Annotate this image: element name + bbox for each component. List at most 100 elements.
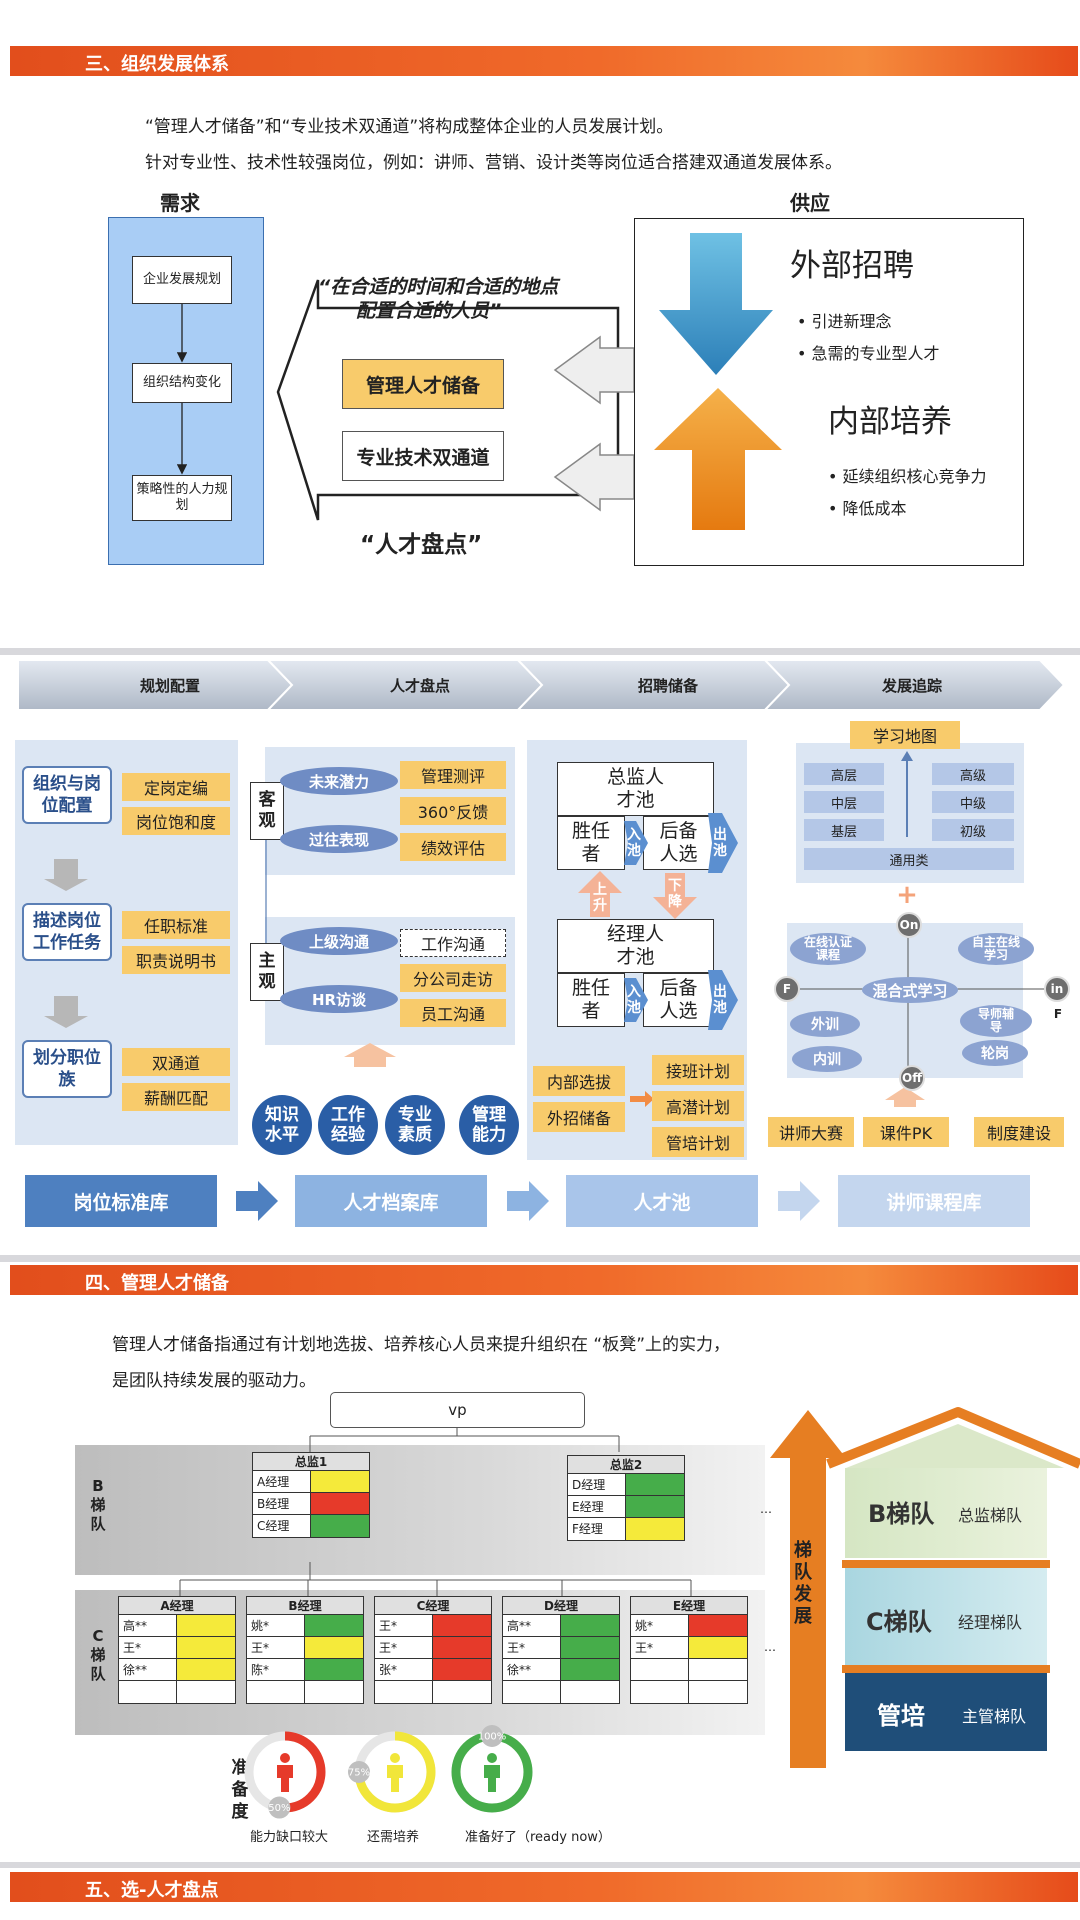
manager-4-row: 高** bbox=[503, 1615, 619, 1637]
house-body-c bbox=[845, 1568, 1047, 1666]
manager-3-row: 张* bbox=[375, 1659, 491, 1681]
director-1-row: B经理 bbox=[253, 1493, 369, 1515]
house-floor-2 bbox=[842, 1665, 1050, 1673]
external-bullet-1: • 引进新理念 bbox=[797, 312, 892, 331]
manager-1-row-name: 高** bbox=[119, 1615, 177, 1636]
subj-oval-hr: HR访谈 bbox=[280, 985, 398, 1013]
manager-3-row-status bbox=[433, 1659, 491, 1680]
up-arrow-icon bbox=[654, 388, 782, 530]
s4-intro-1: 管理人才储备指通过有计划地选拔、培养核心人员来提升组织在 “板凳”上的实力， bbox=[112, 1335, 731, 1355]
subj-item-1: 工作沟通 bbox=[400, 929, 506, 957]
manager-1-row-name: 徐** bbox=[119, 1659, 177, 1680]
level-left-3: 基层 bbox=[804, 819, 884, 841]
manager-1-row-status bbox=[177, 1637, 235, 1658]
director-2-row-status bbox=[626, 1518, 684, 1540]
section-title: 五、选-人才盘点 bbox=[85, 1880, 219, 1901]
manager-table: D经理高**王*徐** bbox=[502, 1596, 620, 1704]
f-right-label: F bbox=[1053, 1007, 1063, 1021]
manager-2-row-name: 王* bbox=[247, 1637, 305, 1658]
col1-block-1-label: 组织与岗位配置 bbox=[22, 766, 112, 824]
manager-1-row: 徐** bbox=[119, 1659, 235, 1681]
director-1-row-status bbox=[311, 1471, 369, 1492]
manager-3-row: 王* bbox=[375, 1615, 491, 1637]
s4-intro-2: 是团队持续发展的驱动力。 bbox=[112, 1371, 316, 1391]
gauge-pct-badge bbox=[481, 1725, 503, 1747]
manager-3-header: C经理 bbox=[375, 1597, 491, 1615]
chevron-label-3: 招聘储备 bbox=[637, 676, 698, 695]
manager-3-row-status bbox=[433, 1637, 491, 1658]
person-icon-head bbox=[487, 1753, 497, 1763]
manager-table: B经理姚*王*陈* bbox=[246, 1596, 364, 1704]
manager-competent: 胜任者 bbox=[557, 973, 625, 1027]
obj-item-3: 绩效评估 bbox=[400, 833, 506, 861]
manager-2-row-status bbox=[305, 1615, 363, 1636]
subj-oval-superior: 上级沟通 bbox=[280, 927, 398, 955]
manager-5-row: 姚* bbox=[631, 1615, 747, 1637]
down-label: 下降 bbox=[668, 878, 682, 910]
col1-block-1-item-2: 岗位饱和度 bbox=[122, 807, 230, 835]
supply-arrows bbox=[654, 233, 782, 530]
level-right-2: 中级 bbox=[932, 791, 1014, 813]
readiness-gauges: 50%75%100% bbox=[244, 1725, 533, 1819]
director-2-row-name: F经理 bbox=[568, 1518, 626, 1540]
manager-4-row: 徐** bbox=[503, 1659, 619, 1681]
manager-2-row-name bbox=[247, 1681, 305, 1703]
manager-5-row-status bbox=[689, 1637, 747, 1658]
director-2-row-status bbox=[626, 1474, 684, 1495]
chevron-banner bbox=[17, 659, 1066, 711]
oval-self-online: 自主在线学习 bbox=[958, 933, 1034, 965]
gauge-pct-badge bbox=[348, 1761, 370, 1783]
mgmt-reserve-box: 管理人才储备 bbox=[342, 359, 504, 409]
manager-4-row: 王* bbox=[503, 1637, 619, 1659]
down-arrow-icon bbox=[659, 233, 773, 375]
demand-item-structure: 组织结构变化 bbox=[132, 363, 232, 403]
manager-4-row-name: 徐** bbox=[503, 1659, 561, 1680]
section-title: 三、组织发展体系 bbox=[85, 54, 229, 75]
succession-plan: 接班计划 bbox=[652, 1055, 744, 1085]
gauge-3-label: 准备好了（ready now） bbox=[465, 1830, 611, 1845]
quote-line-2: 配置合适的人员” bbox=[356, 300, 502, 322]
house-roof bbox=[826, 1407, 1080, 1469]
dots-c: … bbox=[764, 1640, 776, 1654]
section-header-5: 五、选-人才盘点 bbox=[10, 1872, 1078, 1902]
manager-5-row: 王* bbox=[631, 1637, 747, 1659]
internal-train-title: 内部培养 bbox=[828, 404, 952, 440]
manager-4-row-status bbox=[561, 1615, 619, 1636]
director-1-row-status bbox=[311, 1493, 369, 1514]
oval-online-cert: 在线认证课程 bbox=[790, 933, 866, 965]
col1-block-3-label: 划分职位族 bbox=[22, 1040, 112, 1098]
col2-connectors bbox=[265, 840, 396, 1067]
manager-5-row bbox=[631, 1681, 747, 1703]
house-body-base bbox=[845, 1673, 1047, 1751]
lib-talent-profile: 人才档案库 bbox=[295, 1175, 487, 1227]
quote-line-1: “在合适的时间和合适的地点 bbox=[318, 276, 559, 298]
gauge-pct-1: 50% bbox=[268, 1803, 290, 1814]
manager-2-row-status bbox=[305, 1659, 363, 1680]
manager-5-row-name bbox=[631, 1681, 689, 1703]
b-tier-label: B梯队 bbox=[90, 1476, 106, 1533]
person-icon-head bbox=[390, 1753, 400, 1763]
manager-3-row bbox=[375, 1681, 491, 1703]
chevron-label-2: 人才盘点 bbox=[389, 676, 450, 695]
house-floor-1 bbox=[842, 1560, 1050, 1568]
pool-arrows bbox=[578, 813, 738, 1107]
section-header-3: 三、组织发展体系 bbox=[10, 46, 1078, 76]
panel-mgmt-reserve: 四、管理人才储备 管理人才储备指通过有计划地选拔、培养核心人员来提升组织在 “板… bbox=[0, 1262, 1080, 1862]
oval-internal-train: 内训 bbox=[792, 1046, 862, 1072]
obj-oval-potential: 未来潜力 bbox=[280, 767, 398, 795]
manager-2-row bbox=[247, 1681, 363, 1703]
section-title: 四、管理人才储备 bbox=[85, 1273, 229, 1294]
up-label: 上升 bbox=[593, 882, 607, 914]
director-2-header: 总监2 bbox=[568, 1456, 684, 1474]
manager-5-row-name bbox=[631, 1659, 689, 1680]
manager-2-row: 陈* bbox=[247, 1659, 363, 1681]
in-label-2: 入池 bbox=[627, 984, 641, 1016]
house-b-big: B梯队 bbox=[868, 1500, 935, 1528]
in-badge: in bbox=[1044, 976, 1070, 1002]
house-base-small: 主管梯队 bbox=[962, 1707, 1027, 1726]
manager-5-row-status bbox=[689, 1681, 747, 1703]
manager-4-row bbox=[503, 1681, 619, 1703]
manager-2-row-status bbox=[305, 1681, 363, 1703]
